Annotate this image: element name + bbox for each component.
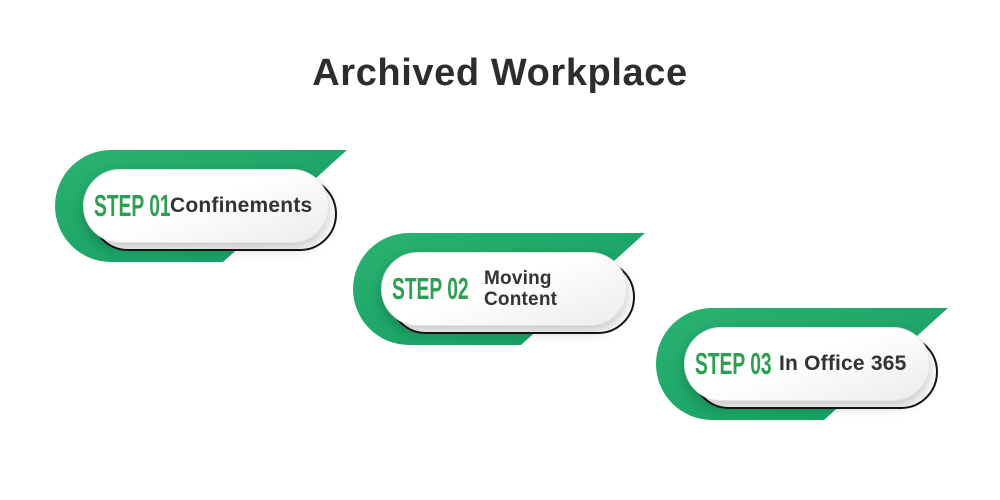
- step-badge-1: STEP 01 Confinements: [55, 150, 347, 262]
- page-title: Archived Workplace: [312, 52, 688, 94]
- step-number-label: STEP 02: [392, 271, 469, 306]
- step-pill: STEP 01 Confinements: [83, 169, 329, 243]
- step-number-label: STEP 03: [695, 346, 772, 381]
- step-badge-2: STEP 02 Moving Content: [353, 233, 645, 345]
- step-pill: STEP 03 In Office 365: [684, 327, 930, 401]
- step-pill: STEP 02 Moving Content: [381, 252, 627, 326]
- step-badge-3: STEP 03 In Office 365: [656, 308, 948, 420]
- step-title: In Office 365: [779, 352, 907, 376]
- step-title: Moving Content: [484, 267, 558, 310]
- step-number-label: STEP 01: [94, 188, 171, 223]
- step-title: Confinements: [170, 194, 313, 218]
